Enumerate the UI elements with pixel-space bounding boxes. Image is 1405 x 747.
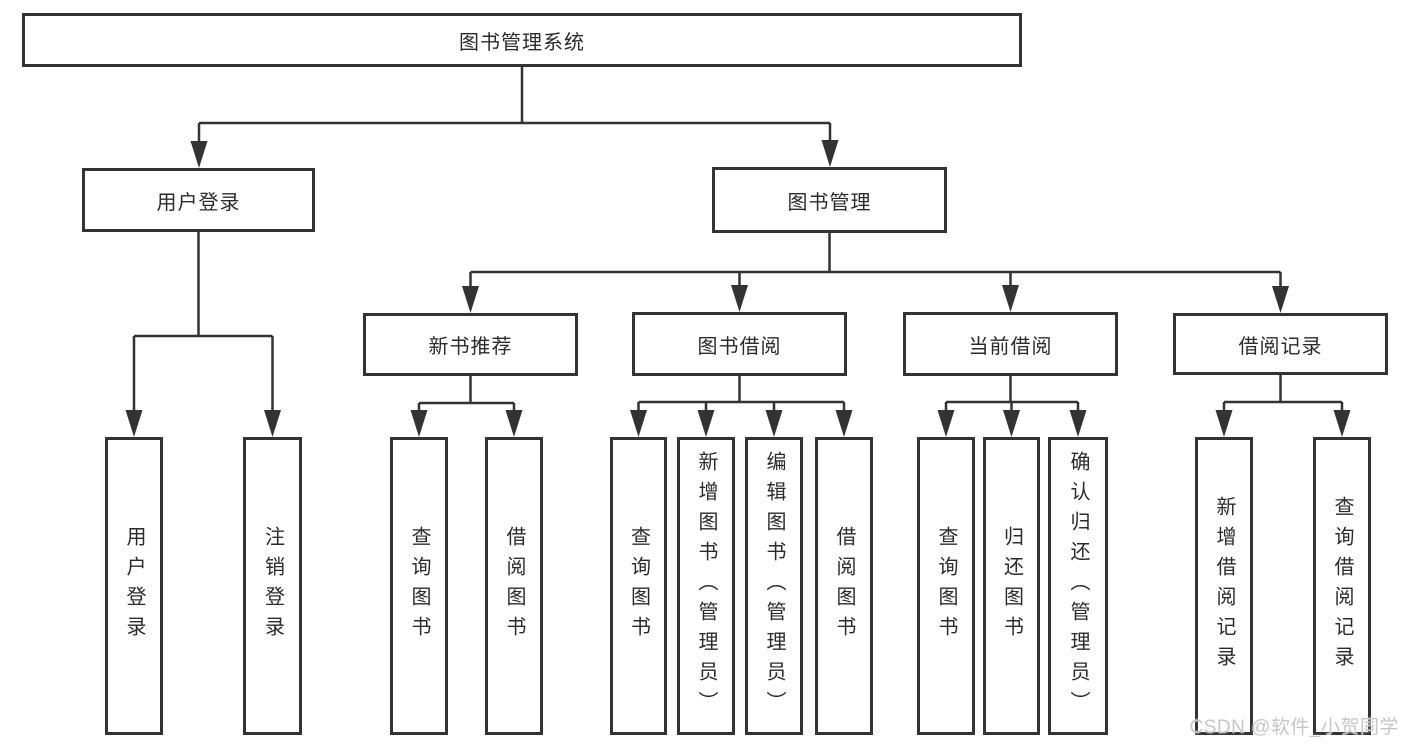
node-label: 新增借阅记录 (1213, 496, 1235, 676)
node-new-book-recommend: 新书推荐 (363, 313, 578, 376)
node-label: 注销登录 (261, 526, 284, 646)
node-label: 新增图书（管理员） (695, 451, 717, 721)
leaf-add-borrow-record: 新增借阅记录 (1195, 437, 1253, 735)
node-user-login: 用户登录 (82, 168, 315, 232)
node-label: 借阅图书 (503, 526, 525, 646)
node-label: 图书管理 (787, 191, 872, 214)
node-book-borrow: 图书借阅 (632, 312, 847, 376)
arrowheads (125, 140, 1351, 437)
node-label: 用户登录 (156, 191, 241, 214)
node-label: 查询图书 (935, 526, 957, 646)
node-label: 图书管理系统 (459, 31, 585, 54)
node-label: 新书推荐 (428, 336, 513, 358)
watermark-text: CSDN @软件_小贺同学 (1189, 717, 1399, 738)
node-label: 当前借阅 (968, 335, 1053, 358)
node-label: 借阅记录 (1238, 335, 1323, 358)
leaf-confirm-return-admin: 确认归还（管理员） (1048, 437, 1108, 735)
leaf-query-books-current: 查询图书 (917, 437, 975, 735)
leaf-edit-book-admin: 编辑图书（管理员） (745, 437, 803, 735)
node-library-system: 图书管理系统 (22, 13, 1022, 67)
node-label: 查询借阅记录 (1331, 496, 1353, 676)
node-label: 用户登录 (123, 526, 145, 646)
leaf-add-book-admin: 新增图书（管理员） (677, 437, 735, 735)
node-label: 查询图书 (627, 526, 650, 646)
node-label: 图书借阅 (697, 335, 782, 358)
leaf-query-books-borrow: 查询图书 (610, 437, 667, 735)
leaf-query-borrow-record: 查询借阅记录 (1313, 437, 1371, 735)
node-label: 编辑图书（管理员） (763, 451, 785, 721)
leaf-borrow-books-recommend: 借阅图书 (485, 437, 543, 735)
leaf-query-books-recommend: 查询图书 (390, 437, 448, 735)
leaf-return-book: 归还图书 (983, 437, 1040, 735)
node-book-management: 图书管理 (712, 167, 947, 233)
leaf-logout: 注销登录 (243, 437, 302, 735)
node-label: 确认归还（管理员） (1067, 451, 1089, 721)
node-label: 归还图书 (1000, 526, 1023, 646)
leaf-borrow-books-borrow: 借阅图书 (815, 437, 873, 735)
node-label: 借阅图书 (833, 526, 855, 646)
node-borrow-records: 借阅记录 (1173, 313, 1388, 375)
node-label: 查询图书 (408, 526, 430, 646)
node-current-borrow: 当前借阅 (903, 312, 1118, 376)
leaf-user-login: 用户登录 (105, 437, 163, 735)
